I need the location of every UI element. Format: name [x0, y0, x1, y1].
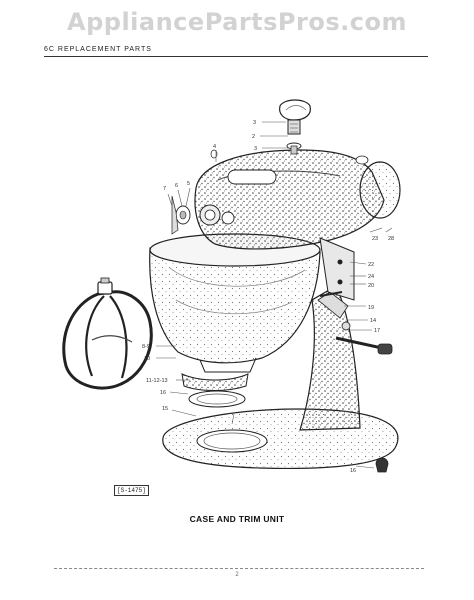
mixer-base	[162, 408, 399, 470]
callout-14: 14	[370, 318, 376, 324]
callout-10: 10	[144, 356, 150, 362]
callout-22: 22	[368, 262, 374, 268]
callout-28: 28	[388, 236, 394, 242]
diagram-caption: CASE AND TRIM UNIT	[189, 514, 285, 524]
bowl-clamp-plate	[181, 373, 249, 408]
side-bracket	[319, 237, 355, 301]
callout-4: 4	[213, 144, 216, 150]
callout-3-top: 3	[253, 120, 256, 126]
page-number: 2	[235, 572, 239, 578]
callout-16-lower: 16	[350, 468, 356, 474]
callout-8-9: 8-9	[142, 344, 150, 350]
callout-11-12-13: 11-12-13	[146, 378, 168, 384]
callout-2: 2	[252, 134, 255, 140]
drawing-number-label: [S-1475]	[114, 485, 149, 496]
flat-beater-attachment	[62, 277, 153, 390]
callout-5: 5	[187, 181, 190, 187]
leader-lines	[156, 121, 393, 469]
footer-rule	[54, 568, 424, 570]
callout-17: 17	[374, 328, 380, 334]
exploded-parts-diagram: 3 2 3 4 7 6 5 23 28 22 24 20 19 14 17 8-…	[62, 99, 401, 474]
callout-19: 19	[368, 305, 374, 311]
callout-3-lower: 3	[254, 146, 257, 152]
top-knob	[279, 99, 311, 155]
callout-15: 15	[162, 406, 168, 412]
callout-7: 7	[163, 186, 166, 192]
small-fittings	[171, 149, 218, 235]
speed-lever	[319, 291, 393, 473]
header-title: 6C REPLACEMENT PARTS	[44, 46, 152, 53]
watermark: AppliancePartsPros.com	[67, 8, 407, 36]
callout-24: 24	[368, 274, 374, 280]
callout-23: 23	[372, 236, 378, 242]
header-rule	[44, 56, 428, 57]
callout-16-upper: 16	[160, 390, 166, 396]
mixing-bowl	[149, 233, 321, 373]
motor-head	[194, 149, 401, 250]
callout-6: 6	[175, 183, 178, 189]
callout-20: 20	[368, 283, 374, 289]
